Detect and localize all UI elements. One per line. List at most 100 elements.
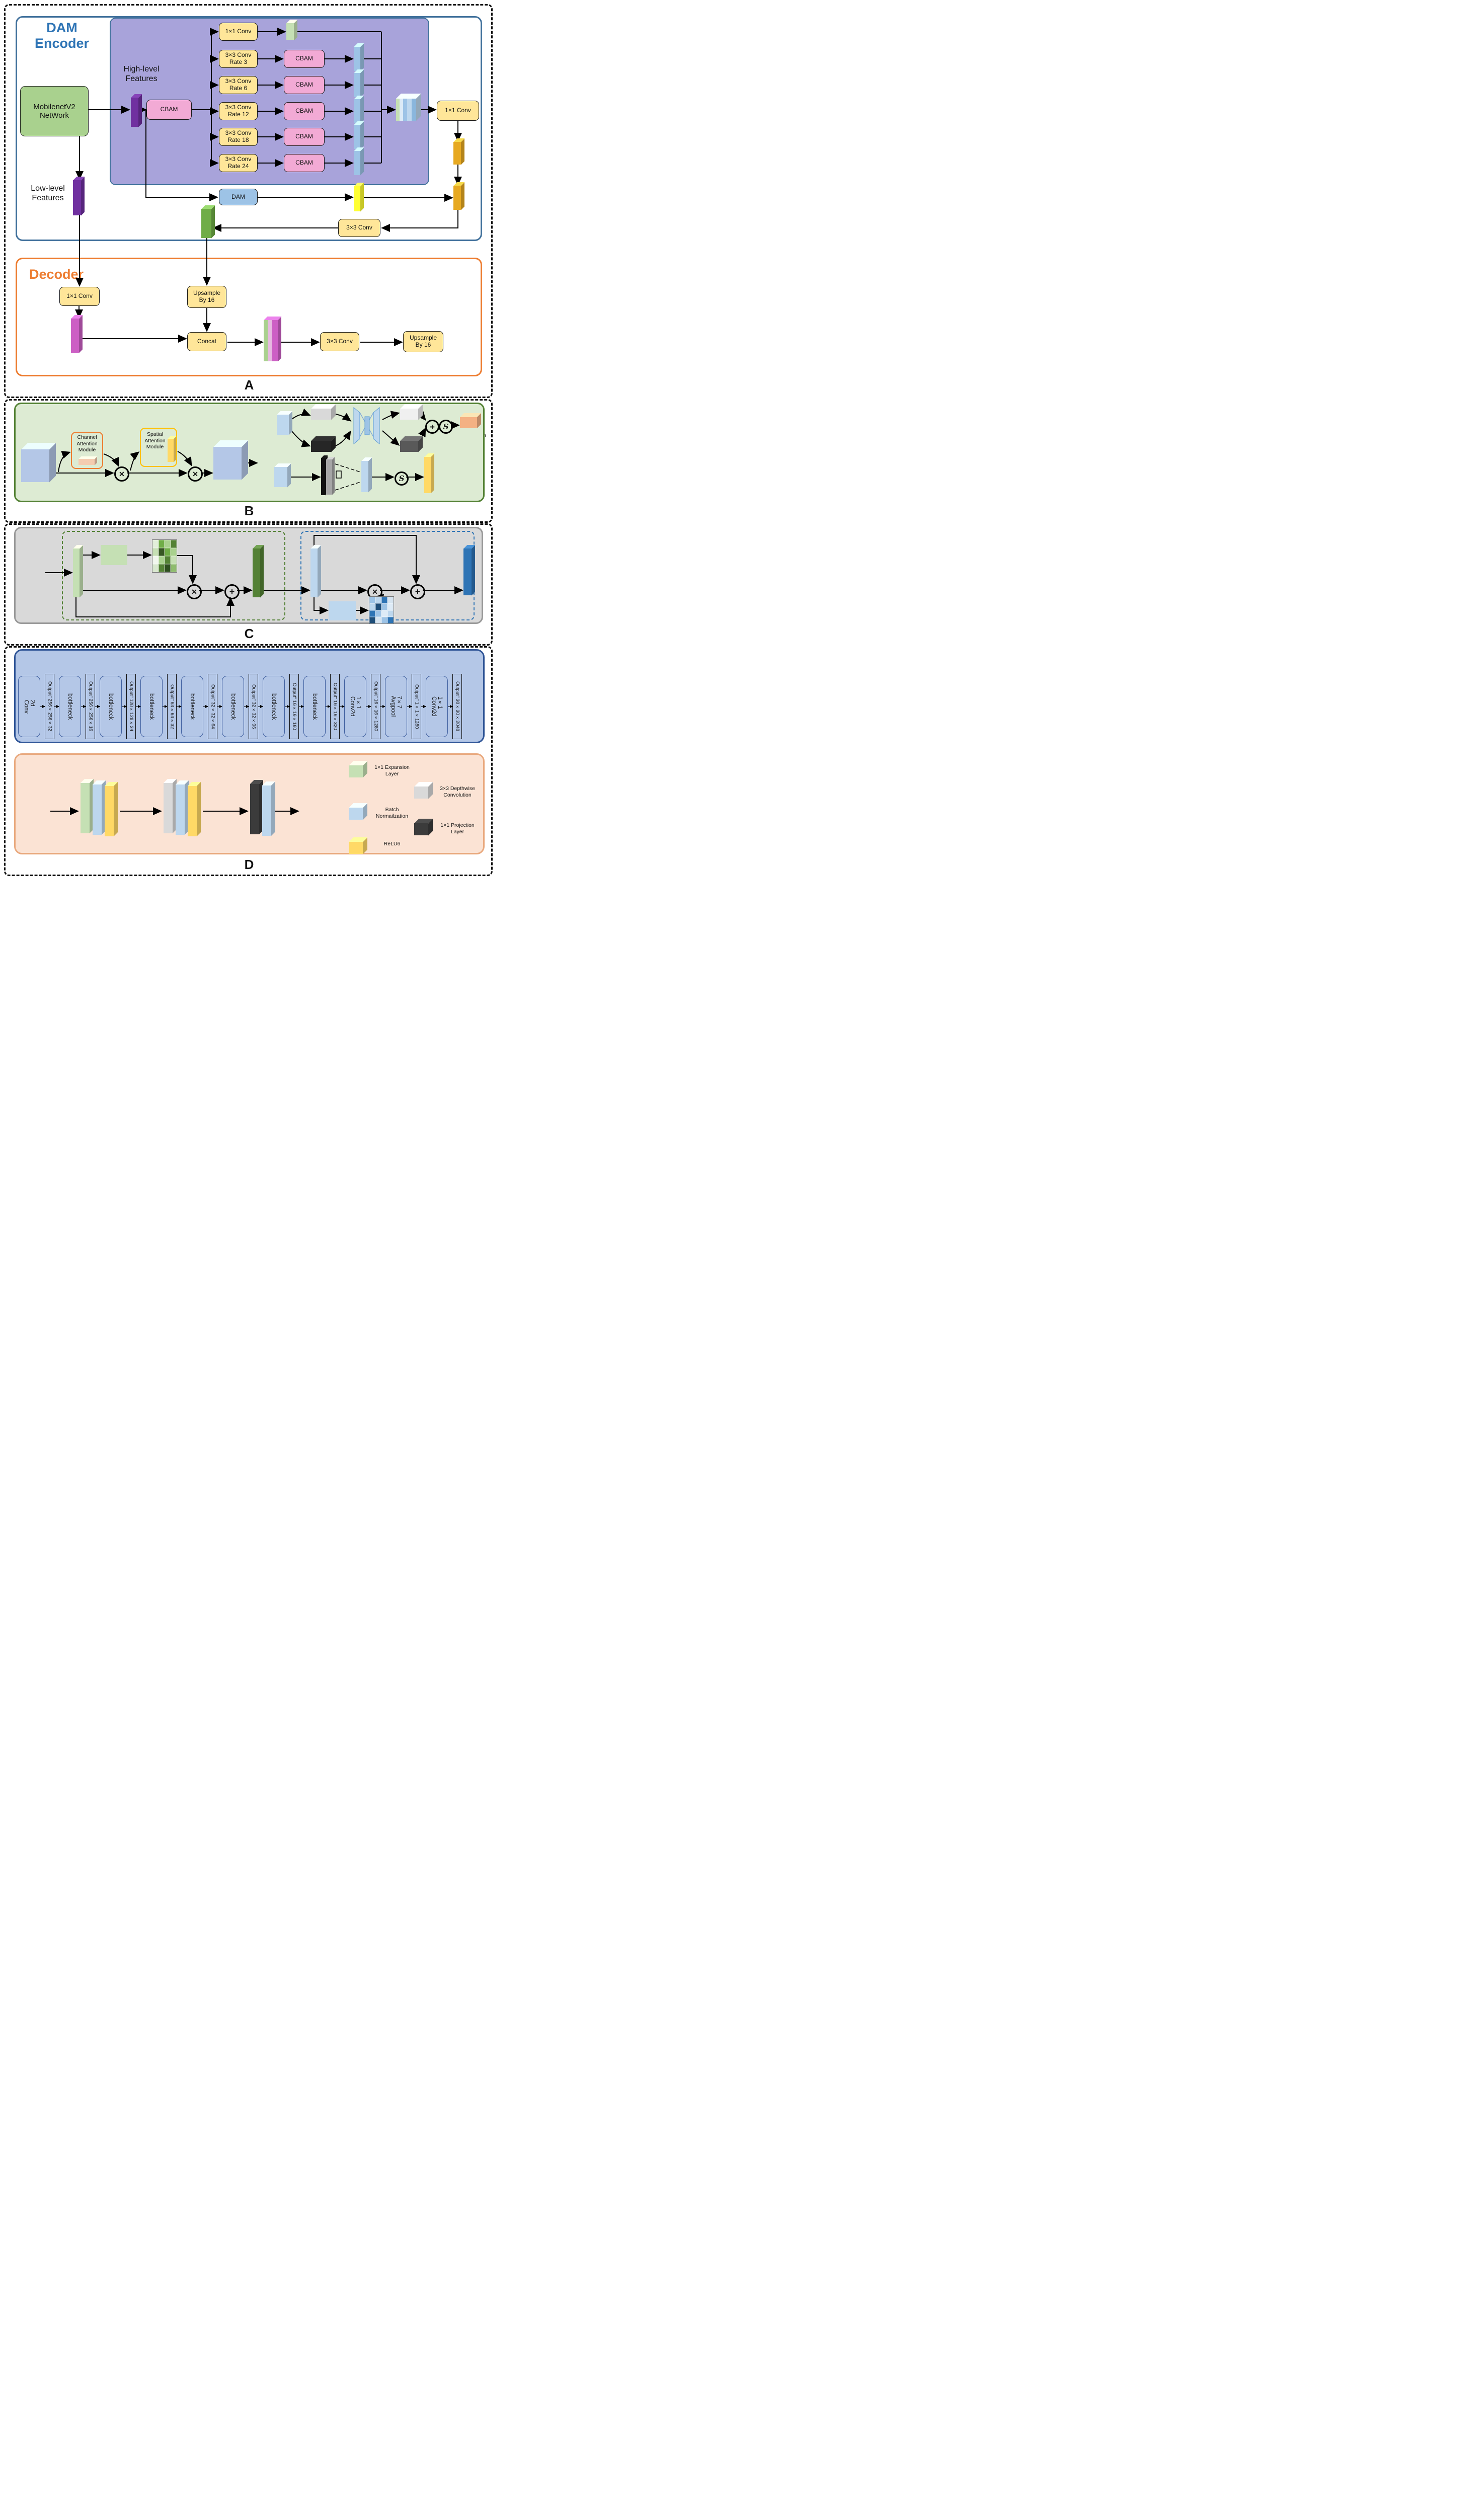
bottleneck-stack-layer — [105, 786, 114, 836]
bottleneck-stack-layer — [93, 784, 102, 835]
cam-matrix-cell — [375, 616, 381, 623]
cam-attention-matrix — [369, 596, 394, 624]
mobilnet-layer-box: bottleneck — [303, 676, 326, 737]
high-level-slab — [131, 98, 138, 127]
sam-mini-slab — [168, 439, 174, 462]
chain-arrow — [81, 704, 86, 708]
position-attention-module-box — [62, 531, 285, 620]
pam-matrix-cell — [159, 540, 165, 548]
pam-matrix-cell — [165, 556, 171, 564]
legend-green-cube — [349, 765, 363, 777]
pam-matrix-cell — [165, 540, 171, 548]
chain-arrow — [203, 704, 208, 708]
pam-attention-matrix — [152, 539, 177, 573]
legend-dark-cube — [414, 823, 428, 835]
cam-matrix-cell — [381, 603, 387, 610]
legend-label: 1×1 Projection Layer — [440, 822, 475, 835]
pam-matrix-cell — [152, 556, 159, 564]
cbam-input-box: CBAM — [146, 100, 192, 120]
mobilnet-output-label: Output'' 64×64×32 — [167, 674, 177, 739]
legend-label: Batch Normailzation — [375, 807, 409, 820]
encoder-output-slab — [201, 209, 211, 238]
pam-matrix-cell — [152, 548, 159, 556]
section-a-container — [4, 4, 493, 398]
sam-box-label: Spatial Attention Module — [144, 431, 166, 450]
pam-feature-square — [101, 545, 127, 565]
section-a-label: A — [244, 377, 254, 392]
aspp-cbam-box: CBAM — [284, 154, 325, 172]
avgpool-out-cube — [400, 441, 418, 452]
figure-page: DAM Encoder CBAM-ASPP High-level Feature… — [0, 0, 495, 882]
pam-matrix-cell — [171, 540, 177, 548]
aspp-feature-slab — [354, 151, 360, 175]
chain-arrow — [122, 704, 127, 708]
aspp-branch-box: 3×3 Conv Rate 12 — [219, 102, 258, 120]
section-b-label: B — [244, 503, 254, 518]
cam-matrix-cell — [369, 603, 375, 610]
legend-blue-cube — [349, 808, 363, 820]
pam-matrix-cell — [152, 540, 159, 548]
section-c-container — [4, 523, 493, 646]
chain-arrow — [136, 704, 141, 708]
chain-arrow — [299, 704, 304, 708]
shared-mlp-glyph — [353, 407, 380, 445]
aspp-feature-slab — [354, 99, 360, 123]
pam-matrix-cell — [165, 548, 171, 556]
mobilnet-output-label: Output'' 16×16×160 — [289, 674, 299, 739]
branch1-feature-slab — [286, 23, 294, 40]
bottleneck-stack-layer — [164, 783, 173, 833]
cam-matrix-cell — [387, 610, 394, 617]
section-d-label: D — [244, 857, 254, 872]
dam-box: DAM — [219, 189, 258, 205]
aspp-cbam-box: CBAM — [284, 102, 325, 120]
chain-arrow — [163, 704, 168, 708]
spatial-attention-ms-slab — [424, 457, 431, 493]
chain-arrow — [285, 704, 290, 708]
cam-matrix-cell — [375, 610, 381, 617]
mobilnet-output-label: Output'' 128×128×24 — [126, 674, 136, 739]
mobilnet-output-label: Output'' 32×32×96 — [249, 674, 258, 739]
aspp-branch-box: 1×1 Conv — [219, 23, 258, 41]
aspp-feature-slab — [354, 125, 360, 149]
pam-matrix-cell — [171, 548, 177, 556]
multiply-op-2: ✕ — [188, 466, 203, 482]
aspp-branch-box: 3×3 Conv Rate 18 — [219, 128, 258, 146]
mobilnet-layer-box: Conv2d 1×1 — [344, 676, 366, 737]
chain-arrow — [258, 704, 263, 708]
mobilnet-layer-box: Conv 2d — [18, 676, 40, 737]
bottleneck-stack-layer — [188, 786, 197, 836]
chain-arrow — [54, 704, 59, 708]
cam-add-op: + — [410, 584, 425, 599]
decoder-1x1-conv-box: 1×1 Conv — [59, 287, 100, 306]
mobilnetv2-chain: Conv 2d Output'' 256×256×32 bottleneck Outp… — [18, 673, 482, 740]
mobilnet-layer-box: Avgpool 7×7 — [385, 676, 407, 737]
avgpool-cube — [311, 441, 331, 452]
cam-matrix-cell — [369, 610, 375, 617]
decoder-panel — [16, 258, 482, 376]
pam-add-op: + — [224, 584, 240, 599]
mobilnet-output-label: Output'' 1×1×1280 — [412, 674, 421, 739]
cam-matrix-cell — [381, 597, 387, 604]
sigmoid-op-b1: S — [439, 420, 453, 434]
chain-arrow — [380, 704, 385, 708]
mobilnet-output-label: Output'' 256×256×32 — [45, 674, 54, 739]
pam-matrix-cell — [152, 564, 159, 572]
section-d-container — [4, 646, 493, 876]
cam-matrix-cell — [387, 597, 394, 604]
high-level-label: High-level Features — [123, 65, 160, 84]
pam-output-slab — [253, 548, 260, 597]
pool-concat-slab-dark — [321, 458, 325, 495]
bottleneck-stack-layer — [262, 785, 271, 836]
concat-output-stack — [264, 320, 278, 361]
cam-matrix-cell — [387, 616, 394, 623]
input-feature-slab — [277, 415, 289, 435]
legend-gray-cube — [414, 787, 428, 799]
sam-conv-out-slab — [361, 461, 368, 492]
mobilnet-output-label: Output'' 16×16×320 — [330, 674, 340, 739]
gold-slab-2 — [453, 186, 461, 210]
mobilnet-output-label: Output'' 32×32×64 — [208, 674, 217, 739]
aspp-branch-box: 3×3 Conv Rate 24 — [219, 154, 258, 172]
cam-matrix-cell — [369, 616, 375, 623]
encoder-title: DAM Encoder — [34, 20, 90, 51]
pam-matrix-cell — [159, 556, 165, 564]
